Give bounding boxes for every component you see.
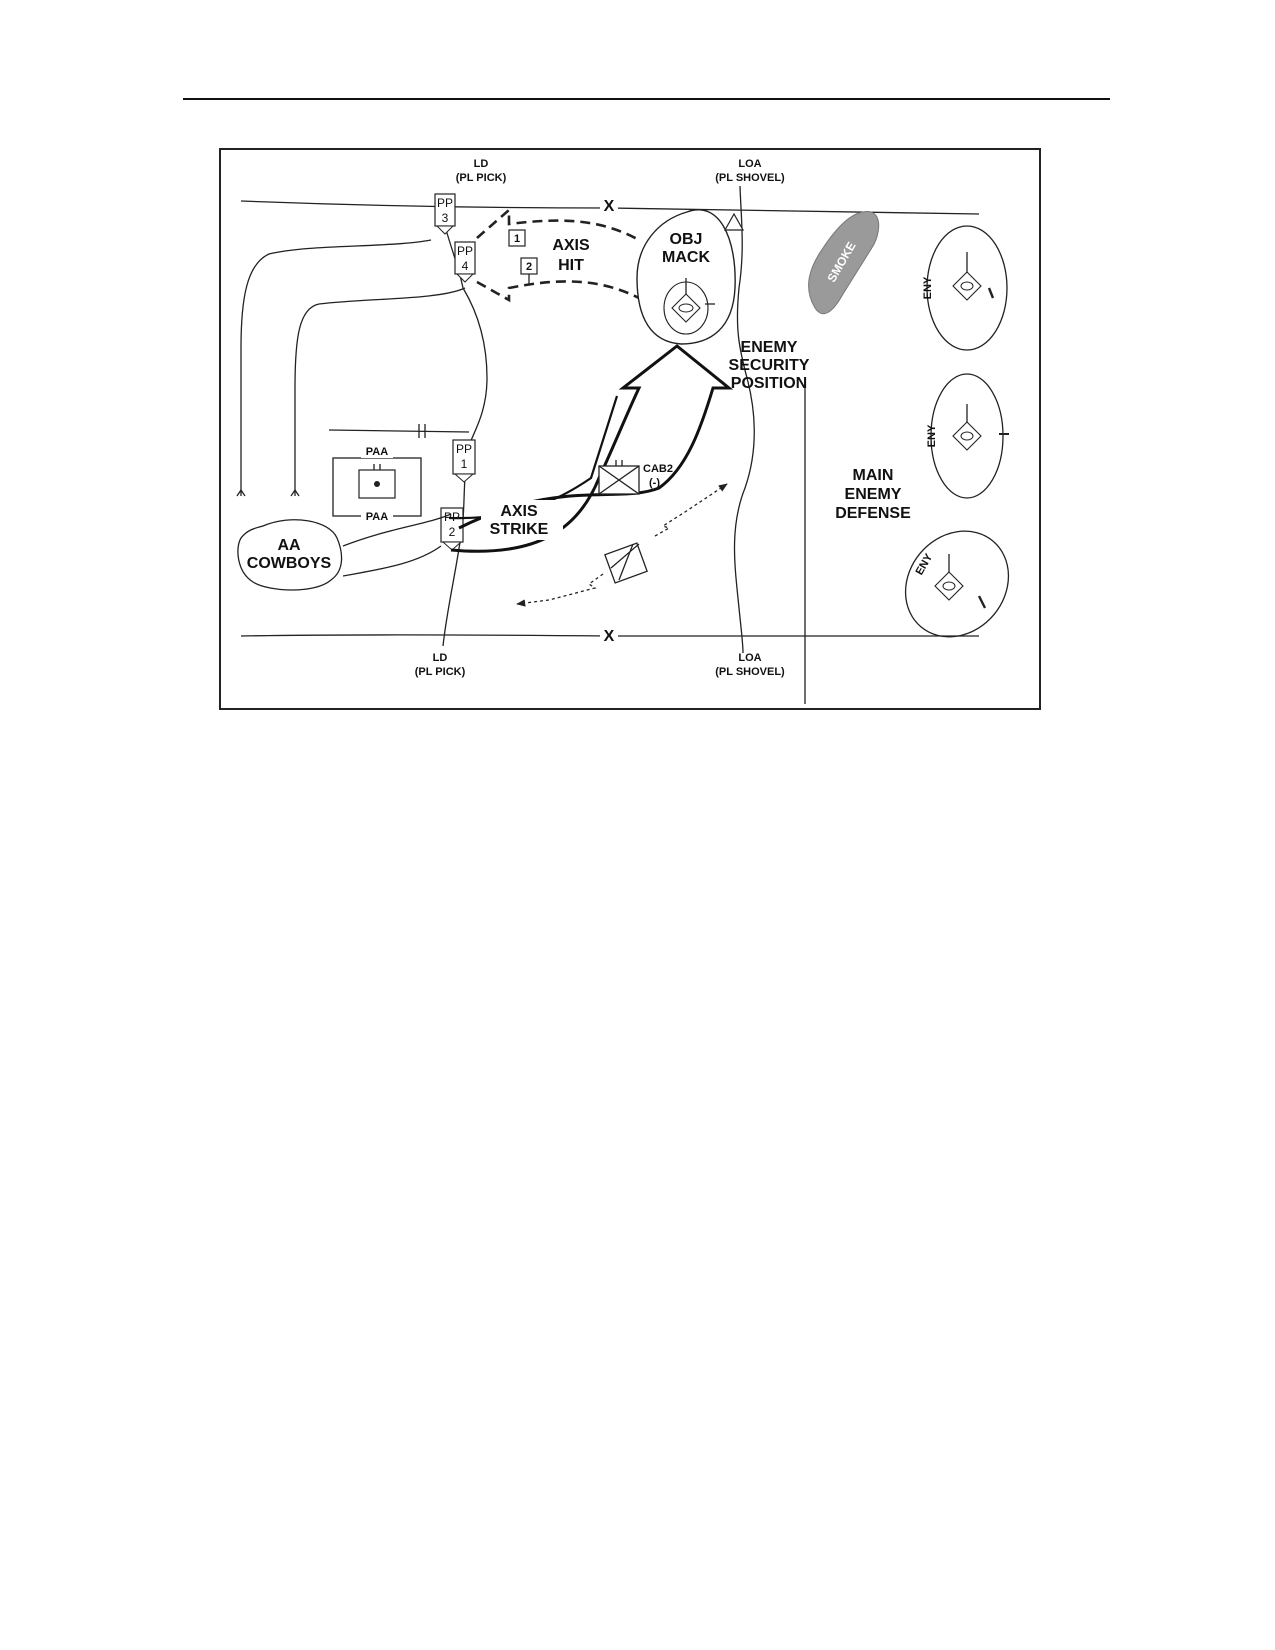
paa-area: PAA PAA bbox=[332, 445, 422, 523]
svg-text:3: 3 bbox=[442, 211, 449, 225]
boundary-mark-top: X bbox=[604, 198, 615, 215]
route-inner bbox=[294, 287, 466, 496]
passage-point-4: PP 4 bbox=[454, 241, 476, 283]
unit-cab2: CAB2 (-) bbox=[598, 460, 673, 495]
ld-label-bottom: LD bbox=[433, 652, 448, 664]
svg-text:4: 4 bbox=[462, 259, 469, 273]
route-aa-lower bbox=[342, 545, 442, 577]
main-enemy-label-1: MAIN bbox=[853, 467, 894, 484]
screen-unit bbox=[604, 542, 648, 584]
loa-name-top: (PL SHOVEL) bbox=[715, 172, 785, 184]
svg-text:ENY: ENY bbox=[926, 424, 938, 447]
svg-text:MACK: MACK bbox=[662, 249, 710, 266]
svg-text:OBJ: OBJ bbox=[670, 231, 703, 248]
ld-name-top: (PL PICK) bbox=[456, 172, 507, 184]
objective-triangle-icon bbox=[723, 212, 745, 231]
svg-text:1: 1 bbox=[514, 233, 520, 245]
route-paa-line bbox=[328, 429, 470, 433]
svg-text:1: 1 bbox=[461, 457, 468, 471]
loa-name-bottom: (PL SHOVEL) bbox=[715, 666, 785, 678]
svg-text:PP: PP bbox=[456, 442, 472, 456]
axis-hit-marker-1: 1 bbox=[508, 229, 526, 247]
svg-text:AA: AA bbox=[277, 537, 301, 554]
enemy-position-1: ENY bbox=[922, 225, 1008, 351]
axis-hit-lower bbox=[476, 280, 640, 303]
svg-text:PP: PP bbox=[437, 196, 453, 210]
axis-hit-marker-2: 2 bbox=[520, 257, 538, 284]
enemy-security-label-3: POSITION bbox=[731, 375, 807, 392]
enemy-security-label-1: ENEMY bbox=[741, 339, 798, 356]
axis-strike-label-2: STRIKE bbox=[490, 521, 549, 538]
tactical-map: X X LD (PL PICK) LD (PL PICK) LOA (PL SH… bbox=[219, 148, 1041, 710]
passage-point-3: PP 3 bbox=[434, 193, 456, 235]
ld-name-bottom: (PL PICK) bbox=[415, 666, 466, 678]
enemy-position-3: ENY bbox=[904, 530, 1010, 638]
screen-arrow-sw bbox=[516, 573, 604, 607]
ld-label-top: LD bbox=[474, 158, 489, 170]
svg-text:PP: PP bbox=[457, 244, 473, 258]
passage-point-1: PP 1 bbox=[452, 439, 476, 483]
svg-text:COWBOYS: COWBOYS bbox=[247, 555, 332, 572]
loa-phase-line bbox=[733, 185, 755, 654]
axis-strike-label-1: AXIS bbox=[500, 503, 538, 520]
axis-hit-label-2: HIT bbox=[558, 257, 584, 274]
loa-label-bottom: LOA bbox=[738, 652, 761, 664]
paa-label-bottom: PAA bbox=[366, 511, 388, 523]
header-rule bbox=[183, 98, 1110, 100]
axis-hit-label-1: AXIS bbox=[552, 237, 590, 254]
svg-text:2: 2 bbox=[526, 261, 532, 273]
enemy-position-2: ENY bbox=[926, 373, 1009, 499]
route-outer bbox=[240, 239, 432, 496]
route-aa-upper bbox=[342, 513, 452, 547]
svg-text:ENY: ENY bbox=[922, 276, 934, 299]
main-enemy-label-3: DEFENSE bbox=[835, 505, 911, 522]
boundary-mark-bottom: X bbox=[604, 628, 615, 645]
paa-label-top: PAA bbox=[366, 446, 388, 458]
loa-label-top: LOA bbox=[738, 158, 761, 170]
main-enemy-label-2: ENEMY bbox=[845, 486, 902, 503]
svg-text:(-): (-) bbox=[649, 477, 660, 489]
axis-hit-upper bbox=[476, 207, 640, 242]
assembly-area-cowboys: AA COWBOYS bbox=[237, 519, 343, 591]
smoke-cloud: SMOKE bbox=[808, 211, 880, 315]
map-frame bbox=[219, 148, 1041, 710]
svg-text:CAB2: CAB2 bbox=[643, 463, 673, 475]
objective-mack: OBJ MACK bbox=[636, 209, 736, 345]
svg-text:2: 2 bbox=[449, 525, 456, 539]
enemy-security-label-2: SECURITY bbox=[729, 357, 810, 374]
